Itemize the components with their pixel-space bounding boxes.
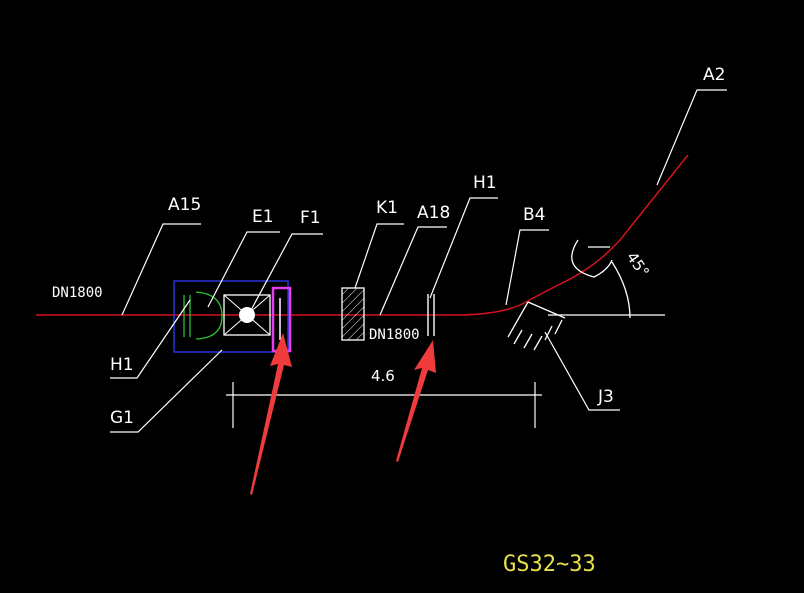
h1-plate	[427, 294, 435, 336]
elbow-arc-icon	[571, 239, 631, 319]
dimension-line	[226, 382, 542, 428]
fixed-support-icon	[507, 301, 665, 351]
pipe-bend	[461, 154, 689, 316]
label-a2: A2	[703, 65, 725, 85]
leaders	[110, 89, 727, 433]
arrow-icon	[250, 333, 436, 495]
coupling-symbol	[183, 291, 223, 340]
label-a15: A15	[168, 195, 201, 215]
label-dn-mid: DN1800	[369, 327, 420, 343]
k1-hatched-rect	[341, 287, 365, 341]
arrow-2	[396, 340, 436, 462]
label-dimension: 4.6	[371, 367, 395, 385]
label-b4: B4	[523, 205, 545, 225]
valve-body-e1	[223, 294, 271, 336]
label-h1-top: H1	[473, 173, 497, 193]
valve-disc	[239, 307, 255, 323]
drawing-title: GS32~33	[503, 552, 596, 577]
arrow-1	[250, 333, 292, 495]
label-h1-left: H1	[110, 355, 134, 375]
frame-g1	[173, 280, 289, 353]
label-dn-left: DN1800	[52, 285, 103, 301]
label-a18: A18	[417, 203, 450, 223]
label-f1: F1	[300, 208, 321, 228]
label-e1: E1	[252, 207, 274, 227]
valve-assembly	[173, 280, 292, 353]
k1-block	[341, 287, 365, 341]
label-k1: K1	[376, 198, 398, 218]
label-angle: 45°	[623, 249, 653, 281]
label-j3: J3	[597, 387, 614, 407]
label-g1: G1	[110, 408, 134, 428]
